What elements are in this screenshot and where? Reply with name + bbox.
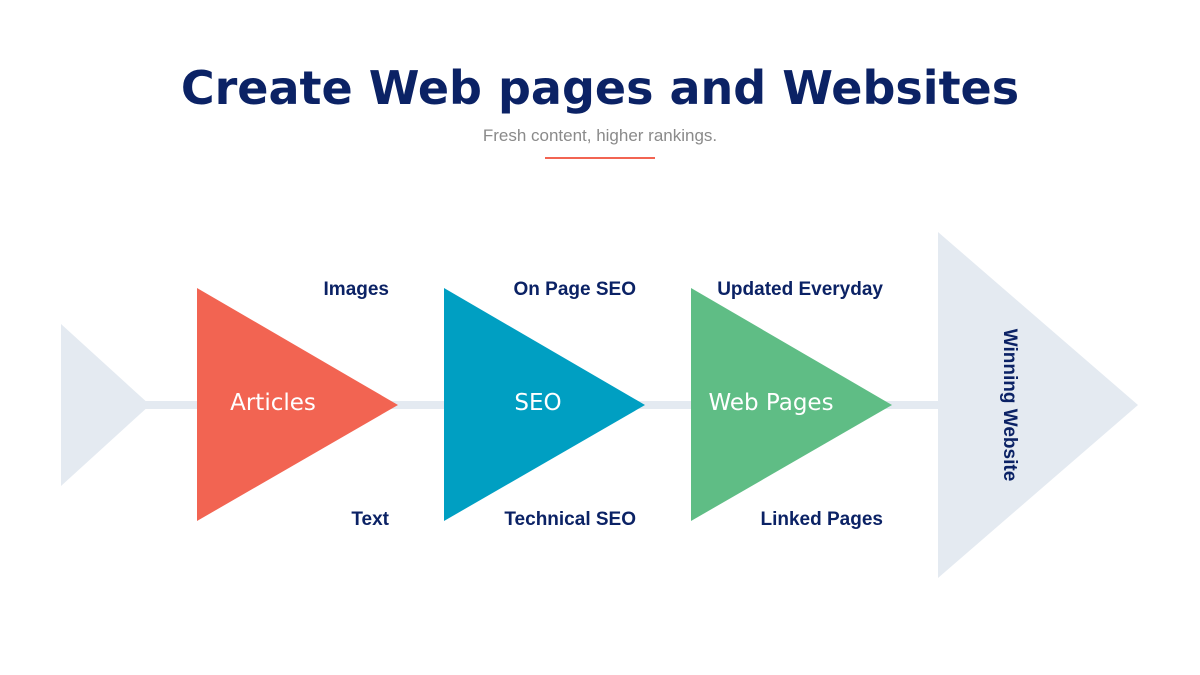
stage-seo-bottom-label: Technical SEO [504, 509, 636, 530]
stage-articles-top-label: Images [324, 279, 389, 300]
stage-articles-label: Articles [230, 390, 316, 416]
goal-label: Winning Website [999, 329, 1020, 482]
stage-articles-triangle [197, 288, 398, 521]
page-subtitle: Fresh content, higher rankings. [482, 126, 718, 145]
stage-seo: SEO On Page SEO Technical SEO [444, 279, 645, 530]
goal-arrow-head [938, 232, 1138, 578]
stage-web-pages-bottom-label: Linked Pages [761, 509, 884, 530]
page-title: Create Web pages and Websites [180, 61, 1020, 115]
stage-seo-triangle [444, 288, 645, 521]
stage-seo-top-label: On Page SEO [514, 279, 636, 300]
stage-web-pages: Web Pages Updated Everyday Linked Pages [691, 279, 892, 530]
stage-web-pages-top-label: Updated Everyday [717, 279, 883, 300]
stage-web-pages-triangle [691, 288, 892, 521]
title-underline [545, 157, 655, 159]
stage-web-pages-label: Web Pages [708, 390, 833, 416]
stage-seo-label: SEO [514, 390, 561, 416]
stage-articles-bottom-label: Text [351, 509, 389, 530]
stage-articles: Articles Images Text [197, 279, 398, 530]
goal-winning-website: Winning Website [938, 232, 1138, 578]
start-arrow-tail [61, 324, 150, 486]
